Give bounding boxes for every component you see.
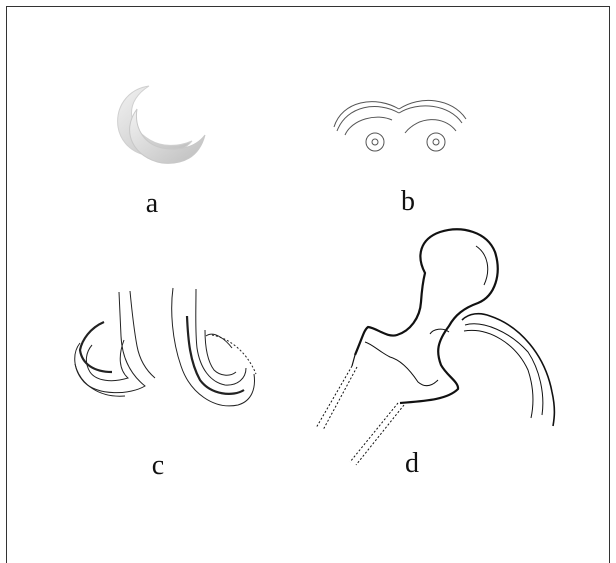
panel-d-illustration xyxy=(316,229,554,465)
head-highlight xyxy=(476,246,488,285)
panel-label-d: d xyxy=(405,450,419,478)
socket-mid xyxy=(465,324,543,415)
shaft-dotted-1 xyxy=(316,366,352,428)
right-hook-dotted xyxy=(212,335,256,374)
left-eye-outer xyxy=(366,133,384,151)
left-arch-outer xyxy=(334,102,399,127)
left-arch-low xyxy=(345,117,392,135)
left-eye-inner xyxy=(372,139,378,145)
panel-label-a: a xyxy=(146,190,158,218)
right-hook-outer xyxy=(172,288,255,406)
panel-label-b: b xyxy=(401,188,415,216)
panel-a-illustration xyxy=(118,86,205,163)
shaft-dotted-2 xyxy=(323,367,357,430)
bone-inner-line xyxy=(365,342,438,386)
panel-c-illustration xyxy=(75,288,256,406)
right-eye-inner xyxy=(433,139,439,145)
bone-outline xyxy=(355,229,498,403)
right-eye-outer xyxy=(427,133,445,151)
left-hook-outer xyxy=(75,292,145,393)
shaft-dotted-4 xyxy=(356,405,404,465)
left-hook-mid xyxy=(86,340,128,381)
panel-b-illustration xyxy=(334,100,466,151)
bone-shaft-lower xyxy=(352,355,355,366)
left-hook-inner xyxy=(130,291,155,378)
shaft-dotted-3 xyxy=(350,403,398,462)
panel-label-c: c xyxy=(152,452,164,480)
right-arch-low xyxy=(405,120,456,133)
left-hook-thick xyxy=(80,322,112,372)
right-arch-inner xyxy=(399,106,462,123)
crescent-front xyxy=(130,109,205,163)
socket-inner xyxy=(464,330,533,418)
